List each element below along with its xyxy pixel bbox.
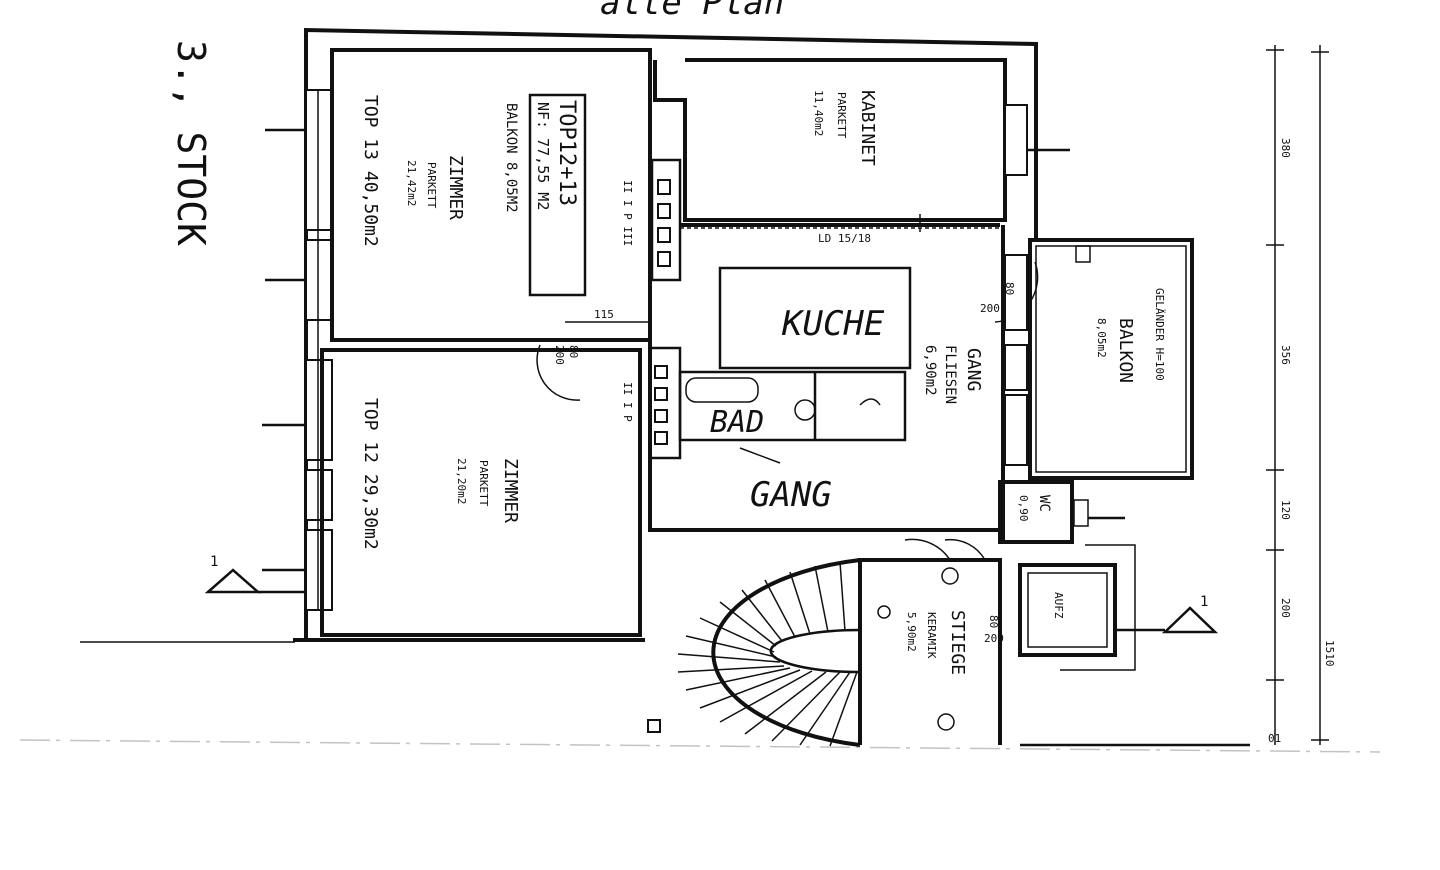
dim-80b: 80 xyxy=(1003,282,1016,295)
unit-box-line1: TOP12+13 xyxy=(554,100,579,206)
kabinet-name: KABINET xyxy=(857,90,878,166)
ld-label: LD 15/18 xyxy=(818,232,871,245)
top13-floor: PARKETT xyxy=(425,162,438,209)
top-scribble: alte Plan xyxy=(600,0,784,23)
svg-text:356: 356 xyxy=(1279,345,1292,365)
wc-area: 0,90 xyxy=(1017,495,1030,522)
top13-name: ZIMMER xyxy=(445,155,466,220)
wc-name: WC xyxy=(1036,495,1052,512)
unit-box-balkon: BALKON 8,05M2 xyxy=(503,103,519,213)
dim-200a: 200 xyxy=(553,345,566,365)
kabinet-area: 11,40m2 xyxy=(812,90,825,136)
floor-label: 3., STOCK xyxy=(169,40,213,246)
room-aufz xyxy=(1018,563,1117,657)
room-wc xyxy=(998,480,1074,544)
balkon-area-label: 8,05m2 xyxy=(1095,318,1108,358)
svg-text:200: 200 xyxy=(1279,598,1292,618)
outer-walls xyxy=(80,27,1038,643)
gang-hand-label: GANG xyxy=(750,475,832,515)
top13-area: 21,42m2 xyxy=(405,160,418,206)
gang-floor: FLIESEN xyxy=(942,345,958,404)
svg-text:01: 01 xyxy=(1268,732,1281,745)
room-top13 xyxy=(330,48,652,342)
stiege-floor: KERAMIK xyxy=(925,612,938,659)
stiege-area: 5,90m2 xyxy=(905,612,918,652)
bad-label: BAD xyxy=(710,405,764,440)
svg-text:1510: 1510 xyxy=(1323,640,1336,667)
balkon-area xyxy=(1028,238,1194,480)
unit-info-box xyxy=(528,93,587,297)
aufz-label: AUFZ xyxy=(1052,592,1065,619)
dim-115: 115 xyxy=(594,308,614,321)
window-label-b: II I P xyxy=(621,382,634,422)
gang-area: 6,90m2 xyxy=(922,345,938,396)
kabinet-floor: PARKETT xyxy=(835,92,848,139)
dimension-chain: 380 356 120 200 1510 01 xyxy=(1266,45,1336,745)
svg-text:1: 1 xyxy=(210,554,218,570)
room-top12 xyxy=(320,348,642,637)
kuche-label: KUCHE xyxy=(781,304,885,344)
dim-80a: 80 xyxy=(567,345,580,358)
stiege-name: STIEGE xyxy=(947,610,968,675)
dim-80c: 80 xyxy=(987,615,1000,628)
gang-name: GANG xyxy=(963,348,984,391)
top12-floor: PARKETT xyxy=(477,460,490,507)
section-marker-left: 1 xyxy=(204,554,306,594)
window-column xyxy=(648,158,682,460)
svg-text:1: 1 xyxy=(1200,594,1208,610)
unit-box-line2: NF: 77,55 M2 xyxy=(534,102,552,210)
svg-text:120: 120 xyxy=(1279,500,1292,520)
staircase xyxy=(647,558,1002,747)
window-label-a: II I P III xyxy=(621,180,634,246)
top12-area: 21,20m2 xyxy=(455,458,468,504)
top12-unit: TOP 12 29,30m2 xyxy=(360,398,381,550)
balkon-rail: GELÄNDER H=100 xyxy=(1153,288,1166,381)
top12-name: ZIMMER xyxy=(500,458,521,523)
dim-200b: 200 xyxy=(980,302,1000,315)
room-kabinet xyxy=(653,58,1007,222)
dim-200c: 200 xyxy=(984,632,1004,645)
balkon-name: BALKON xyxy=(1115,318,1136,383)
top13-unit: TOP 13 40,50m2 xyxy=(360,95,381,247)
svg-text:380: 380 xyxy=(1279,138,1292,158)
section-marker-right: 1 xyxy=(1115,594,1219,634)
